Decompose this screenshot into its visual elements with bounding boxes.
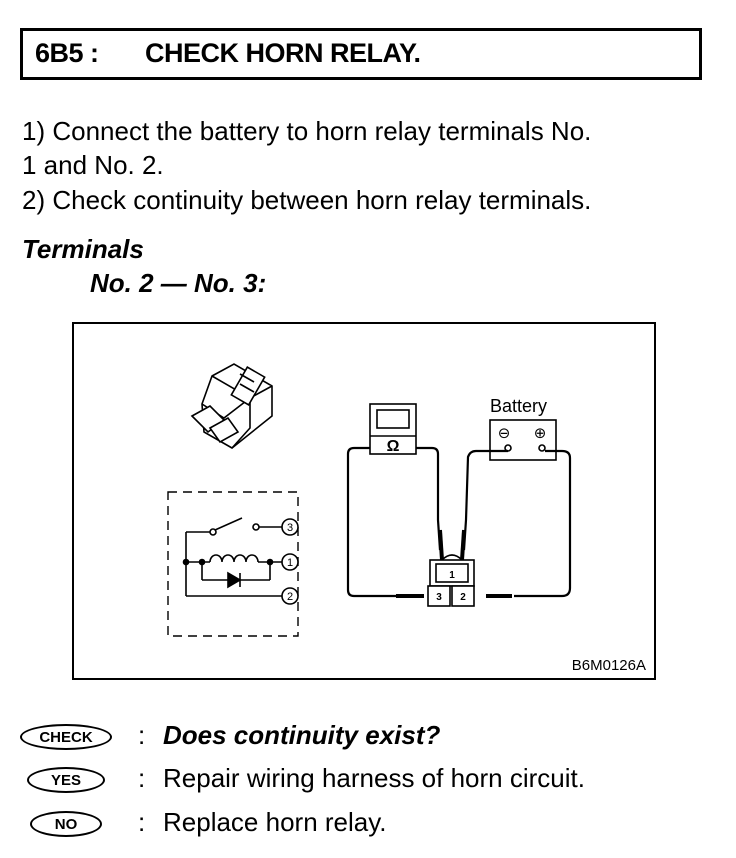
- battery-minus-symbol: ⊖: [498, 424, 511, 442]
- check-question: Does continuity exist?: [163, 720, 441, 750]
- yes-action: Repair wiring harness of horn circuit.: [163, 763, 585, 793]
- relay-schematic-border: [167, 491, 299, 637]
- battery: [489, 419, 557, 461]
- connector-terminal-3-label: 3: [436, 592, 442, 603]
- no-action: Replace horn relay.: [163, 807, 387, 837]
- step-1-line-a: 1) Connect the battery to horn relay ter…: [22, 116, 592, 146]
- yes-badge: YES: [27, 767, 105, 793]
- relay-schematic: [182, 517, 299, 605]
- terminal-pair: No. 2 — No. 3:: [90, 268, 267, 298]
- no-colon: :: [138, 807, 146, 837]
- schematic-terminal-3-label: 3: [287, 522, 293, 534]
- ohmmeter: [369, 403, 417, 455]
- yes-badge-label: YES: [50, 771, 81, 789]
- schematic-terminal-1-label: 1: [287, 557, 293, 569]
- section-code: 6B5 :: [35, 38, 99, 68]
- step-1-line-b: 1 and No. 2.: [22, 150, 164, 180]
- connector-terminal-1-label: 1: [449, 570, 455, 581]
- battery-label: Battery: [490, 396, 548, 416]
- no-badge-label: NO: [54, 815, 78, 833]
- relay-illustration: [190, 363, 273, 449]
- check-badge: CHECK: [20, 724, 112, 750]
- test-leads: [346, 446, 572, 598]
- yes-colon: :: [138, 763, 146, 793]
- section-title: CHECK HORN RELAY.: [145, 38, 421, 68]
- schematic-terminal-3: [281, 518, 299, 536]
- schematic-terminal-1: [281, 553, 299, 571]
- step-2: 2) Check continuity between horn relay t…: [22, 185, 592, 215]
- check-colon: :: [138, 720, 146, 750]
- figure-code: B6M0126A: [571, 657, 646, 674]
- check-badge-label: CHECK: [39, 728, 93, 746]
- schematic-terminal-2: [281, 587, 299, 605]
- battery-plus-symbol: ⊕: [534, 424, 547, 442]
- connector-terminal-2-label: 2: [460, 592, 466, 603]
- section-title-box: 6B5 : CHECK HORN RELAY.: [20, 28, 702, 80]
- schematic-terminal-2-label: 2: [287, 591, 293, 603]
- terminals-heading: Terminals: [22, 234, 144, 264]
- relay-connector: [427, 554, 475, 607]
- no-badge: NO: [30, 811, 102, 837]
- ohm-symbol: Ω: [387, 438, 400, 455]
- horn-relay-diagram: 3 1 2 Ω ⊖ ⊕: [72, 322, 656, 680]
